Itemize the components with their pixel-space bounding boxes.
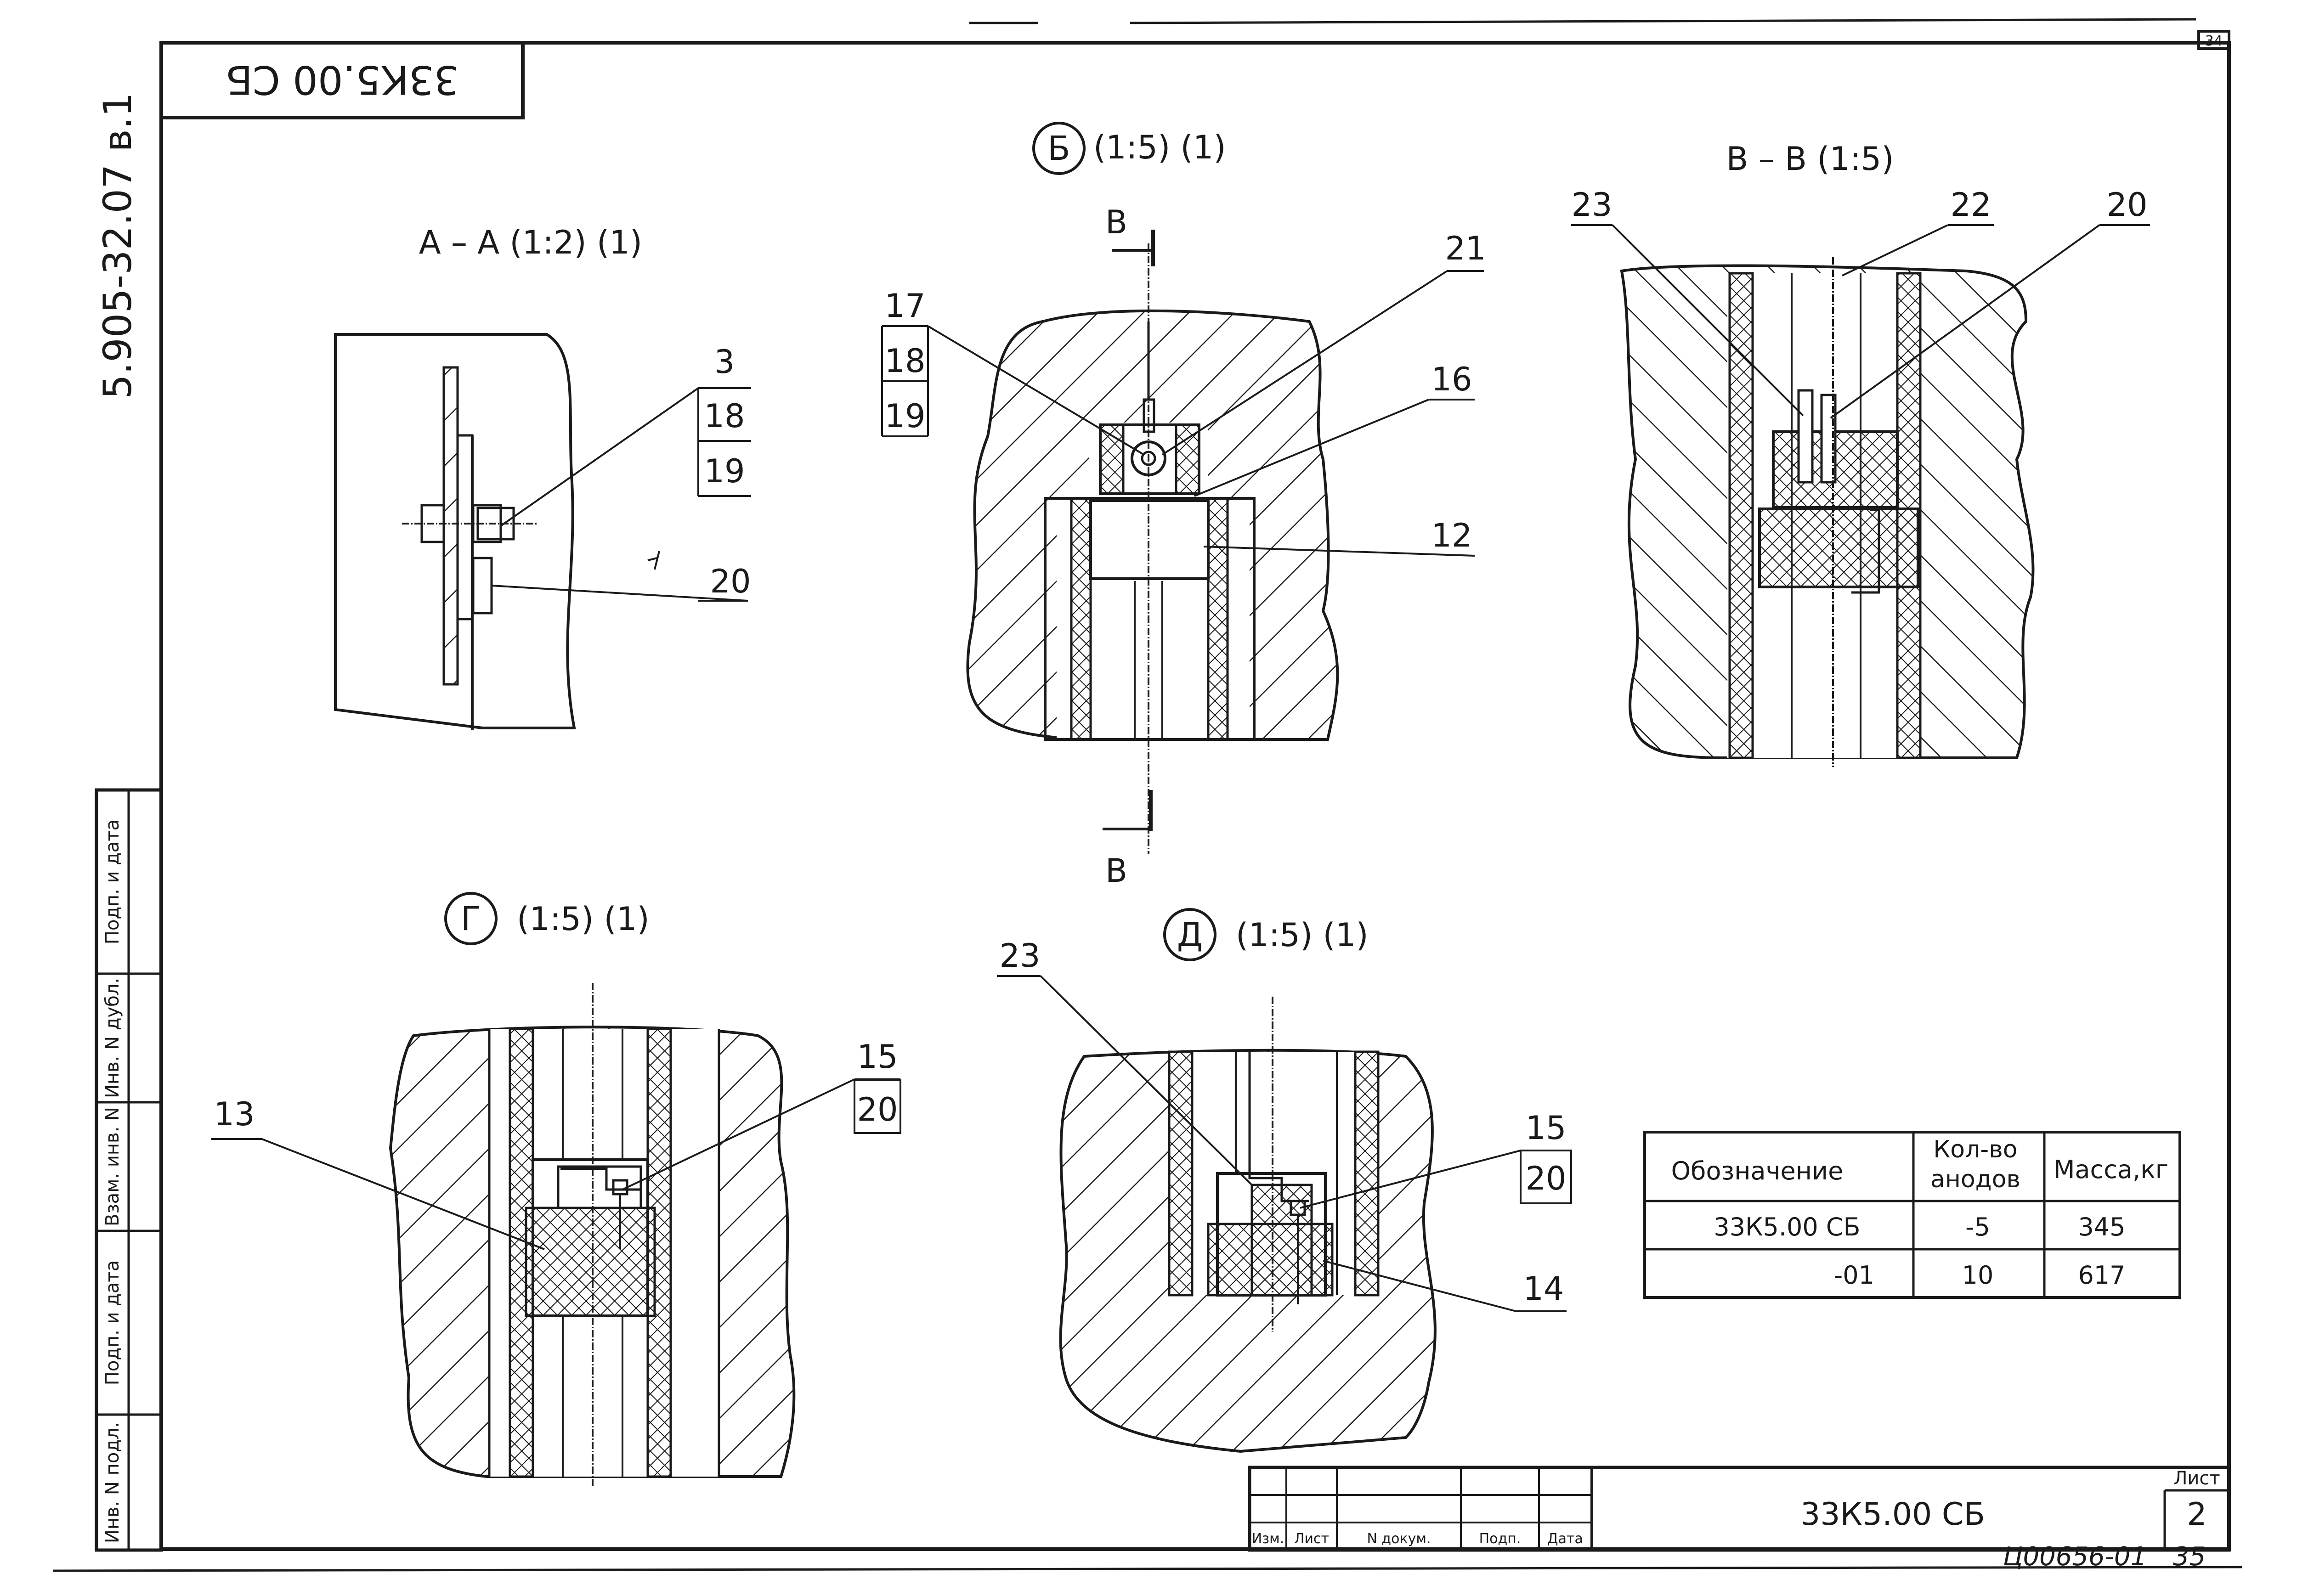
spec-row1-count: -5 — [1965, 1213, 1990, 1241]
callout-20: 20 — [710, 563, 751, 600]
callout-20-d: 20 — [1525, 1160, 1566, 1197]
view-d-wall-right — [1354, 1050, 1380, 1297]
view-g-letter: Г — [461, 899, 481, 938]
callout-20-g: 20 — [857, 1091, 898, 1128]
callout-14: 14 — [1523, 1270, 1564, 1308]
view-b-tube-wall-left — [1070, 497, 1092, 741]
title-col-list: Лист — [1294, 1531, 1329, 1547]
view-b-letter-circle — [1032, 122, 1086, 175]
callout-13: 13 — [214, 1095, 255, 1133]
callout-20-vv: 20 — [2106, 186, 2147, 224]
sheet-corner-number: 34 — [2205, 33, 2223, 49]
view-d-letter: Д — [1177, 915, 1203, 954]
view-aa-plate — [442, 366, 459, 686]
callout-18: 18 — [704, 397, 745, 435]
view-d-title: (1:5) (1) — [1236, 916, 1369, 954]
callout-3: 3 — [714, 343, 735, 381]
title-sheet-number: 2 — [2187, 1496, 2206, 1533]
view-detail-b: Б (1:5) (1) В В 17 18 19 — [881, 122, 1486, 890]
title-col-podp: Подп. — [1479, 1531, 1521, 1547]
view-b-cap-right — [1175, 423, 1200, 495]
title-designation: 33К5.00 СБ — [1800, 1496, 1985, 1533]
footer-page-number: 35 — [2173, 1542, 2206, 1572]
callout-15-g: 15 — [857, 1038, 898, 1076]
archive-number: Ц00656-01 — [2003, 1542, 2147, 1572]
side-stamp-cell-1: Подп. и дата — [102, 819, 123, 944]
view-b-title: (1:5) (1) — [1093, 129, 1226, 166]
callout-19-b: 19 — [884, 397, 925, 435]
spec-header-mass: Масса,кг — [2054, 1155, 2168, 1184]
title-col-izm: Изм. — [1252, 1531, 1284, 1547]
mirrored-code-box: 33К5.00 СБ — [159, 41, 525, 119]
view-d-letter-circle — [1163, 908, 1216, 961]
spec-row2-count: 10 — [1962, 1261, 1994, 1290]
view-b-letter: Б — [1047, 129, 1070, 168]
mirrored-code-text: 33К5.00 СБ — [226, 56, 459, 102]
title-sheet-label: Лист — [2173, 1468, 2220, 1489]
callout-17: 17 — [884, 287, 925, 325]
spec-table: Обозначение Кол-во анодов Масса,кг 33К5.… — [1643, 1131, 2181, 1299]
view-detail-d: Д (1:5) (1) 23 15 20 14 — [997, 908, 1572, 1453]
spec-row1-mass: 345 — [2078, 1213, 2125, 1241]
title-block: Изм. Лист N докум. Подп. Дата 33К5.00 СБ… — [1248, 1466, 2231, 1552]
view-vv-title: В – В (1:5) — [1726, 140, 1894, 178]
spec-row2-designation: -01 — [1834, 1261, 1874, 1290]
side-stamp-cell-2: Инв. N дубл. — [102, 978, 123, 1098]
section-letter-top: В — [1105, 203, 1127, 241]
side-stamp-cell-5: Инв. N подл. — [102, 1422, 123, 1543]
spec-header-designation: Обозначение — [1671, 1156, 1844, 1185]
spec-row2-mass: 617 — [2078, 1261, 2125, 1290]
view-section-aa: А – А (1:2) (1) 3 18 19 20 — [334, 224, 751, 730]
title-col-ndoc: N докум. — [1367, 1531, 1431, 1547]
view-g-letter-circle — [444, 892, 498, 945]
callout-22: 22 — [1950, 186, 1991, 224]
view-b-tube-wall-right — [1207, 497, 1229, 741]
view-section-vv: В – В (1:5) 23 22 20 — [1571, 140, 2150, 767]
callout-23-d: 23 — [999, 937, 1040, 975]
section-letter-bottom: В — [1105, 852, 1127, 890]
callout-23-vv: 23 — [1571, 186, 1612, 224]
callout-12: 12 — [1431, 517, 1472, 554]
spec-header-count-1: Кол-во — [1933, 1136, 2017, 1163]
spec-row1-designation: 33К5.00 СБ — [1714, 1213, 1860, 1241]
view-b-tube — [1044, 497, 1256, 741]
view-aa-bracket — [456, 434, 474, 620]
callout-21: 21 — [1445, 230, 1486, 267]
spec-header-count-2: анодов — [1930, 1166, 2020, 1193]
view-vv-plug — [1758, 508, 1919, 588]
document-number: 5.905-32.07 в.1 — [95, 92, 140, 399]
side-stamp-cell-3: Взам. инв. N — [102, 1107, 123, 1226]
view-detail-g: Г (1:5) (1) 13 15 20 — [211, 892, 901, 1488]
view-d-wall-left — [1168, 1050, 1194, 1297]
view-aa-outline — [334, 333, 576, 729]
title-col-data: Дата — [1547, 1531, 1583, 1547]
callout-19: 19 — [704, 452, 745, 490]
callout-18-b: 18 — [884, 342, 925, 380]
callout-15-d: 15 — [1525, 1109, 1566, 1147]
view-aa-title: А – А (1:2) (1) — [419, 224, 642, 261]
side-stamp-cell-4: Подп. и дата — [102, 1260, 123, 1385]
view-g-title: (1:5) (1) — [517, 900, 650, 938]
callout-16: 16 — [1431, 361, 1472, 398]
side-stamp: Подп. и дата Инв. N дубл. Взам. инв. N П… — [95, 788, 163, 1552]
